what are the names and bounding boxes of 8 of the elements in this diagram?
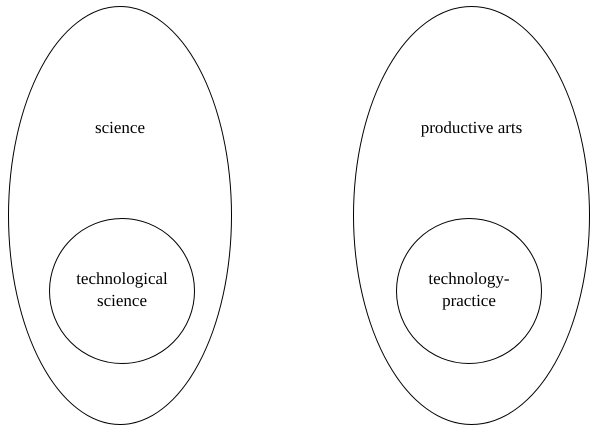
node-label: technological science (75, 268, 169, 312)
circle (49, 218, 195, 364)
node-label: science (94, 117, 146, 139)
ellipse (353, 6, 590, 425)
ellipse (8, 6, 232, 425)
node-label: technology-practice (427, 268, 511, 312)
circle (396, 218, 542, 364)
node-label: productive arts (420, 117, 522, 139)
